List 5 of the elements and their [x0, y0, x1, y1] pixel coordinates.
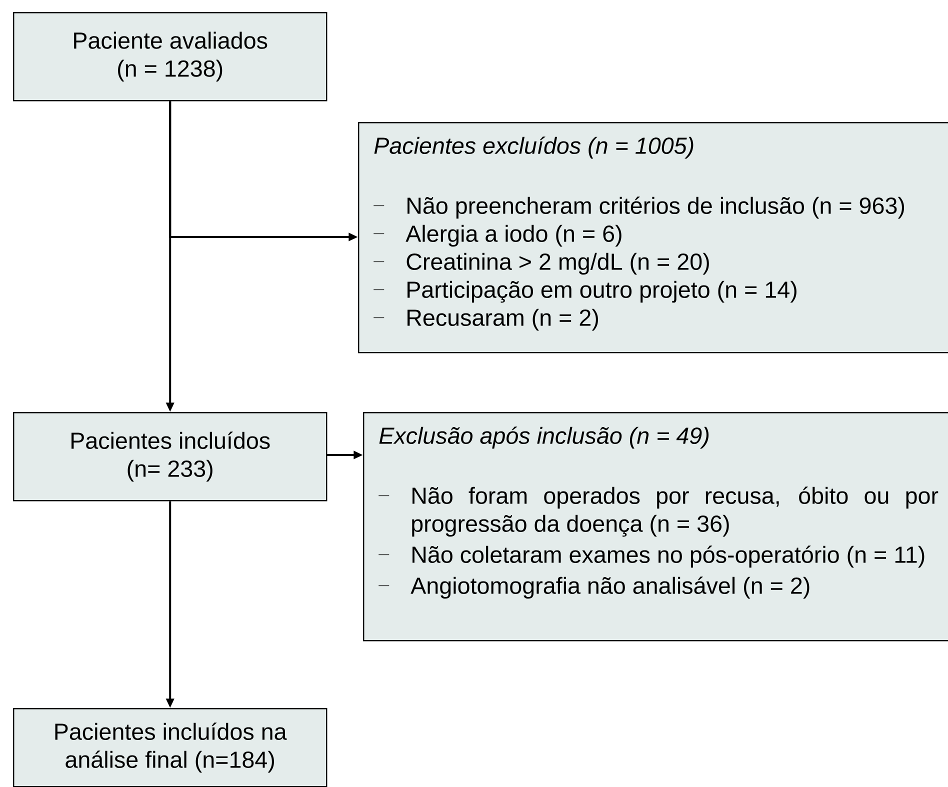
exclusion-box: Exclusão após inclusão (n = 49) Não foram operados por recusa, óbito ou por progressão da doença (n = 36) Não coletaram exames no pós-operatório (n = 11) Angiotomografia não analisável (n = 2) — [363, 412, 948, 642]
process-box: Paciente avaliados (n = 1238) — [13, 12, 328, 102]
exclusion-box: Pacientes excluídos (n = 1005) Não preencheram critérios de inclusão (n = 963) Alergia a iodo (n = 6) Creatinina > 2 mg/dL (n = 20) Participação em outro projeto (n = 14) Recusaram (n = 2) — [358, 122, 948, 354]
process-box: Pacientes incluídos (n= 233) — [13, 412, 328, 502]
process-box: Pacientes incluídos na análise final (n=184) — [13, 708, 328, 787]
